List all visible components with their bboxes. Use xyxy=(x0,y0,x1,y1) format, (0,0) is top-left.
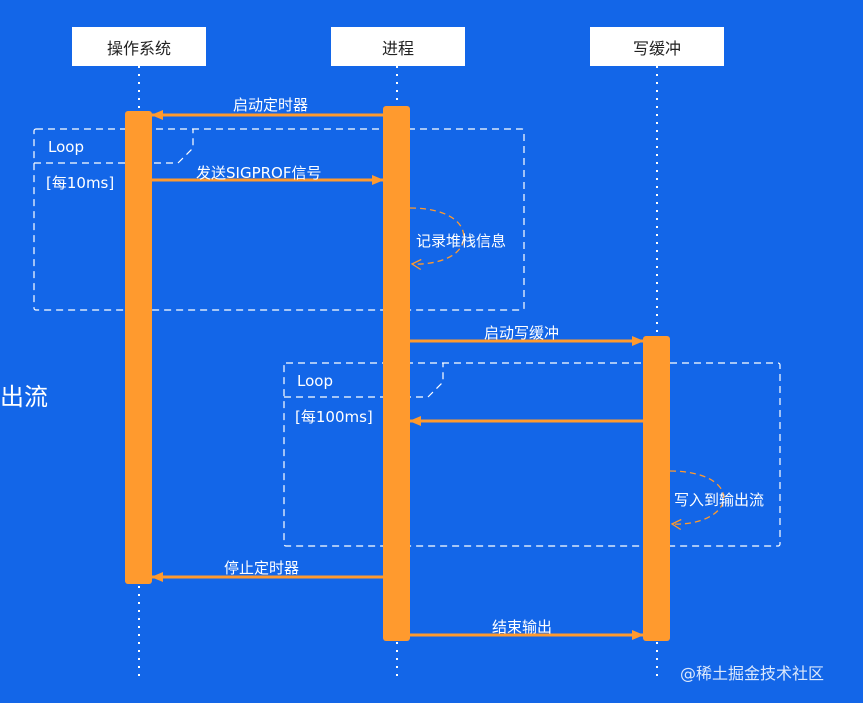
label-start-timer: 启动定时器 xyxy=(233,96,309,114)
participant-process: 进程 xyxy=(331,27,465,66)
loop-1-condition: [每10ms] xyxy=(46,174,115,192)
side-text-output-stream: 输出流 xyxy=(0,383,48,411)
arrow-record-stack xyxy=(409,207,465,271)
label-stop-timer: 停止定时器 xyxy=(224,559,300,577)
participant-write-buffer: 写缓冲 xyxy=(590,27,724,66)
label-start-write-buffer: 启动写缓冲 xyxy=(484,324,560,342)
label-write-to-output: 写入到输出流 xyxy=(674,491,765,509)
loop-frame-100ms xyxy=(283,362,781,547)
activation-os xyxy=(125,111,152,584)
label-end-output: 结束输出 xyxy=(492,618,553,636)
label-send-signal: 发送SIGPROF信号 xyxy=(196,164,322,182)
loop-1-label: Loop xyxy=(48,138,84,156)
arrow-write-to-output xyxy=(669,470,725,531)
loop-frame-10ms xyxy=(33,128,525,311)
activation-process xyxy=(383,106,410,641)
watermark: @稀土掘金技术社区 xyxy=(680,664,825,683)
participant-os: 操作系统 xyxy=(72,27,206,66)
activation-write-buffer xyxy=(643,336,670,641)
label-record-stack: 记录堆栈信息 xyxy=(416,232,507,250)
loop-2-label: Loop xyxy=(297,372,333,390)
loop-2-condition: [每100ms] xyxy=(295,408,373,426)
